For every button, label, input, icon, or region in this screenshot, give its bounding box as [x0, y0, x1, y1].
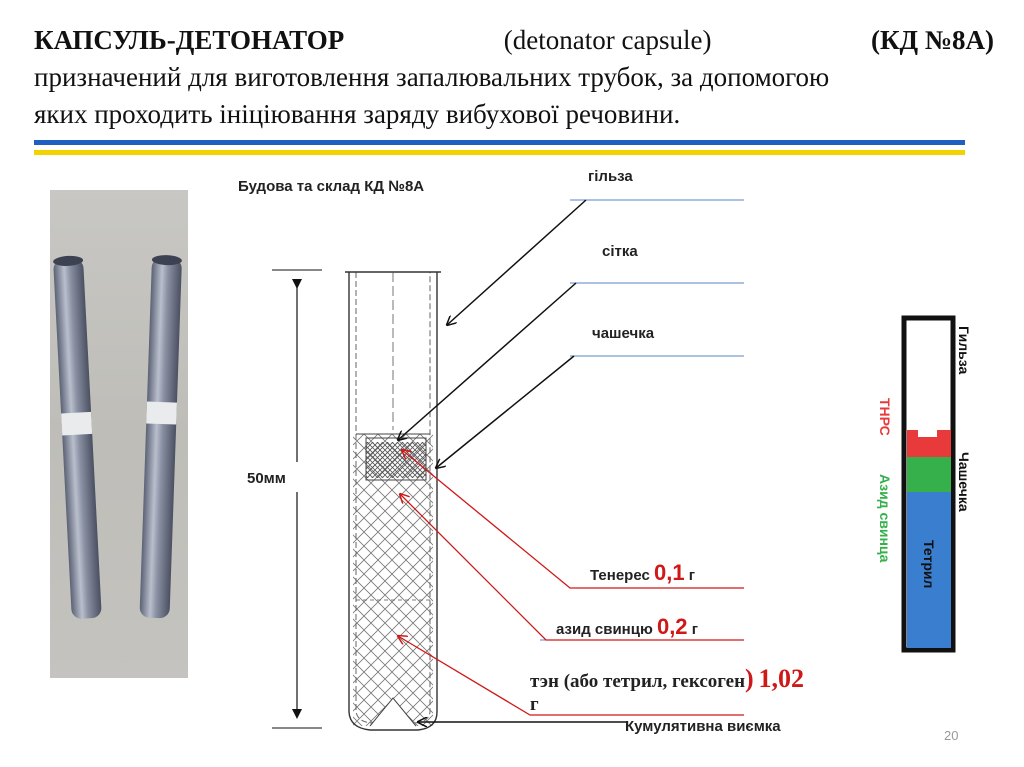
azide-mass: 0,2 — [657, 614, 688, 639]
label-teneres: Тенерес 0,1 г — [590, 560, 695, 586]
label-cumulative: Кумулятивна виємка — [625, 718, 781, 735]
label-cup: чашечка — [592, 325, 654, 342]
capsule-body — [345, 272, 441, 730]
schematic-label-thrs: ТНРС — [877, 398, 893, 436]
ten-paren: ) — [745, 664, 754, 693]
arrow-mesh — [398, 283, 576, 440]
schematic-label-tetryl: Тетрил — [921, 540, 937, 588]
teneres-name: Тенерес — [590, 567, 650, 584]
ten-name: тэн (або тетрил, гексоген — [530, 671, 745, 692]
page-number: 20 — [944, 728, 958, 743]
label-ten: тэн (або тетрил, гексоген) 1,02 — [530, 664, 804, 694]
ten-mass: 1,02 — [758, 664, 804, 693]
label-shell: гільза — [588, 168, 633, 185]
ten-unit: г — [530, 694, 539, 716]
arrow-cup — [436, 356, 574, 468]
dimension-line — [272, 270, 322, 728]
label-mesh: сітка — [602, 243, 638, 260]
azide-layer — [907, 457, 951, 492]
teneres-mass: 0,1 — [654, 560, 685, 585]
length-label: 50мм — [247, 470, 286, 487]
schematic-label-cup: Чашечка — [956, 452, 972, 512]
azide-name: азид свинцю — [556, 621, 653, 638]
schematic-label-shell: Гильза — [956, 326, 972, 374]
azide-unit: г — [692, 621, 698, 638]
label-azide: азид свинцю 0,2 г — [556, 614, 698, 640]
schematic-label-azide: Азид свинца — [877, 474, 893, 562]
arrow-shell — [447, 200, 586, 325]
capsule-schematic — [904, 318, 953, 650]
teneres-unit: г — [689, 567, 695, 584]
